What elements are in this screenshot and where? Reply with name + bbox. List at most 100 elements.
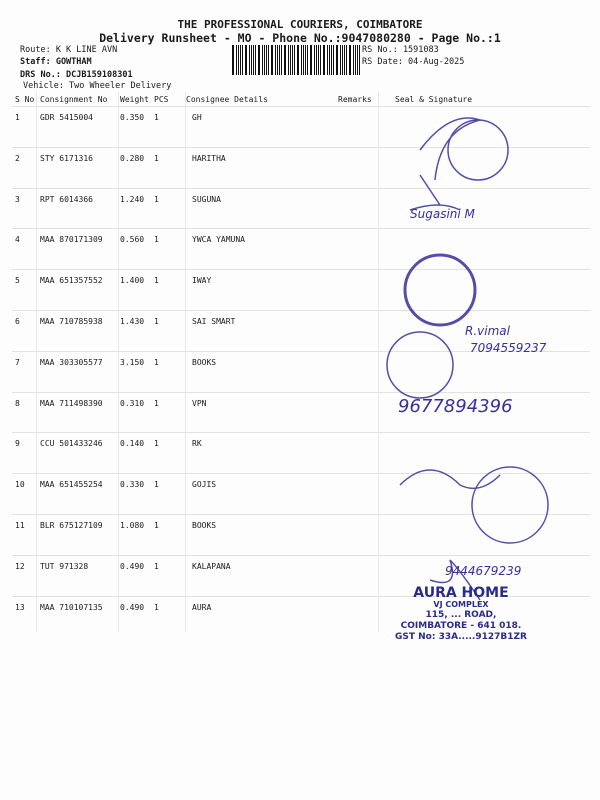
cell-pcs: 1 [154, 113, 159, 122]
cell-name: VPN [192, 398, 207, 408]
cell-sno: 5 [15, 276, 20, 286]
cell-sno: 4 [15, 235, 20, 245]
barcode-bar [350, 45, 351, 75]
cell-pcs: 1 [154, 439, 159, 449]
cell-sno: 13 [15, 602, 25, 612]
column-line [36, 92, 37, 632]
column-line [118, 92, 119, 632]
cell-wt: 0.330 [120, 480, 145, 490]
cell-cn: GDR 5415004 [40, 113, 93, 122]
cell-name: SAI SMART [192, 317, 236, 326]
barcode-bar [359, 45, 360, 75]
column-line [185, 92, 186, 632]
cell-wt: 0.560 [120, 235, 145, 245]
cell-name: YWCA YAMUNA [192, 235, 245, 245]
cell-wt: 1.400 [120, 276, 145, 286]
cell-cn: RPT 6014366 [40, 194, 93, 204]
barcode-bar [314, 45, 315, 75]
cell-wt: 3.150 [120, 357, 145, 367]
barcode-bar [311, 45, 312, 75]
cell-cn: TUT 971328 [40, 561, 89, 571]
barcode-bar [357, 45, 358, 75]
cell-pcs: 1 [154, 317, 159, 326]
cell-sno: 10 [15, 480, 25, 490]
col-pcs: PCS [154, 95, 169, 104]
stamp-line: 115, ... ROAD, [425, 610, 497, 620]
cell-wt: 0.490 [120, 602, 145, 612]
cell-pcs: 1 [154, 521, 159, 530]
cell-cn: MAA 651455254 [40, 480, 103, 490]
company-seal-stamp [471, 466, 549, 544]
cell-sno: 3 [15, 194, 20, 204]
route: Route: K K LINE AVN [20, 45, 118, 55]
iway-seal-stamp [403, 253, 477, 327]
barcode-bar [320, 45, 321, 75]
barcode-bar [344, 45, 345, 75]
cell-cn: MAA 710785938 [40, 317, 103, 326]
barcode-bar [249, 45, 250, 75]
barcode-bar [331, 45, 332, 75]
col-seal-signature: Seal & Signature [395, 95, 473, 104]
cell-sno: 12 [15, 561, 25, 571]
barcode-bar [294, 45, 295, 75]
col-remarks: Remarks [338, 95, 372, 104]
cell-name: HARITHA [192, 153, 226, 163]
barcode-bar [346, 45, 347, 75]
barcode-bar [324, 45, 325, 75]
col-consignment: Consignment No [40, 95, 108, 104]
barcode-bar [242, 45, 243, 75]
cell-name: IWAY [192, 276, 212, 286]
barcode-bar [318, 45, 319, 75]
barcode-bar [298, 45, 299, 75]
cell-name: GH [192, 113, 202, 122]
cell-wt: 1.240 [120, 194, 145, 204]
rs-number: RS No.: 1591083 [362, 45, 439, 55]
barcode-bar [327, 45, 328, 75]
cell-name: KALAPANA [192, 561, 231, 571]
handwritten-name: R.vimal [465, 324, 511, 338]
barcode-bar [233, 45, 234, 75]
cell-sno: 9 [15, 439, 20, 449]
barcode-bar [275, 45, 276, 75]
cell-pcs: 1 [154, 153, 159, 163]
barcode-bar [259, 45, 260, 75]
barcode-bar [285, 45, 286, 75]
cell-pcs: 1 [154, 398, 159, 408]
cell-sno: 11 [15, 521, 25, 530]
satcampus-seal-stamp [386, 331, 454, 399]
cell-name: BOOKS [192, 357, 217, 367]
cell-pcs: 1 [154, 276, 159, 286]
stamp-line: VJ COMPLEX [433, 600, 489, 609]
rs-date: RS Date: 04-Aug-2025 [362, 57, 465, 67]
drs-number: DRS No.: DCJB159108301 [20, 70, 133, 80]
cell-wt: 1.430 [120, 317, 145, 326]
cell-pcs: 1 [154, 357, 159, 367]
cell-name: RK [192, 439, 202, 449]
cell-wt: 0.280 [120, 153, 145, 163]
barcode-bar [268, 45, 269, 75]
barcode-bar [333, 45, 334, 75]
cell-pcs: 1 [154, 235, 159, 245]
stamp-line: AURA HOME [413, 585, 509, 601]
col-consignee: Consignee Details [186, 95, 268, 104]
barcode-bar [253, 45, 254, 75]
cell-sno: 1 [15, 113, 20, 122]
cell-cn: MAA 303305577 [40, 357, 103, 367]
handwritten-phone: 7094559237 [470, 341, 547, 355]
cell-cn: STY 6171316 [40, 153, 93, 163]
table-row: 2 STY 6171316 0.280 1 HARITHA [12, 146, 590, 188]
cell-wt: 1.080 [120, 521, 145, 530]
runsheet-subtitle: Delivery Runsheet - MO - Phone No.:90470… [99, 31, 501, 45]
cell-pcs: 1 [154, 602, 159, 612]
barcode-bar [236, 45, 237, 75]
cell-sno: 2 [15, 153, 20, 163]
